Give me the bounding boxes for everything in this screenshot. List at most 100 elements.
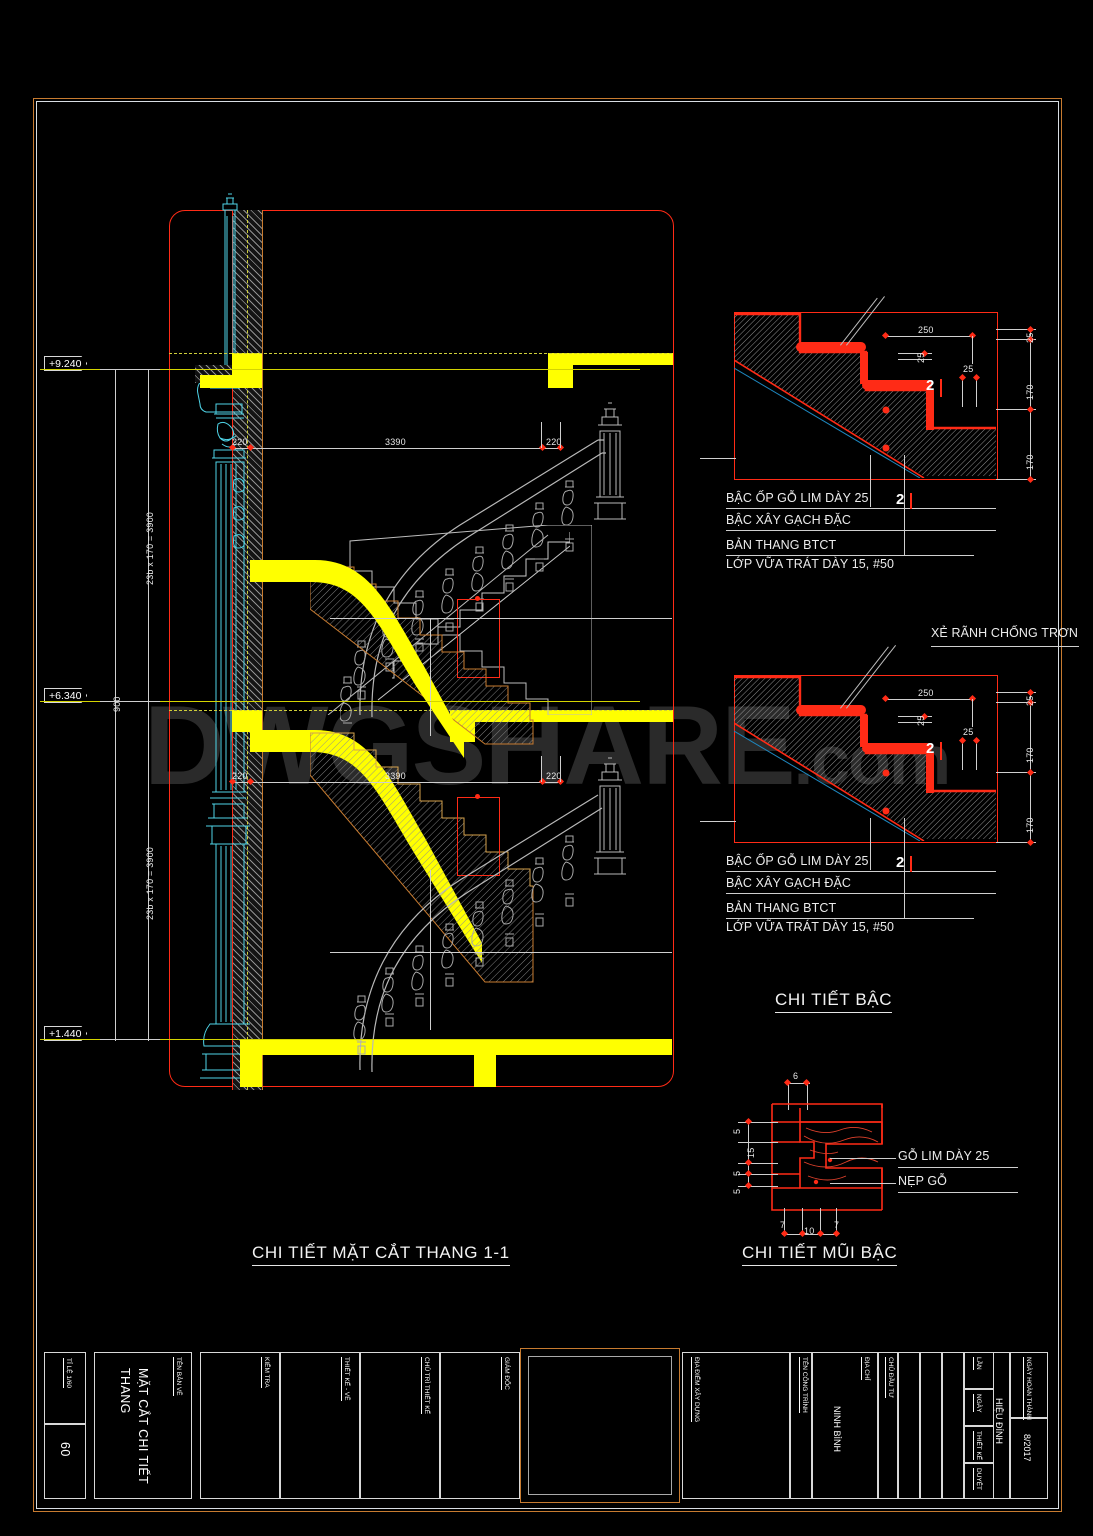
sd1-connector [700,458,736,459]
tb-col-2-label: CHỦ TRÌ THIẾT KẾ [421,1357,430,1415]
hdim-ext-u2 [560,422,561,448]
hdim-text-l-mid: 3390 [385,771,406,781]
sd2-dim-250: 250 [918,688,934,698]
sd1-note-1-underline [726,508,996,509]
tb-rev-header: HIỆU ĐÍNH [994,1398,1004,1445]
floor-slab-top-left [232,353,262,375]
sd2-dim-25m-e1 [962,740,963,770]
sd2-rdim-e4 [996,842,1036,843]
sd2-section-mark-bottom-bar [910,856,912,872]
sd1-rdim-line [1030,329,1031,479]
wall-edge-left [232,210,233,1090]
sd1-rdim-t3 [1026,405,1035,414]
sd1-rdim-e2 [996,339,1036,340]
tb-date-value: 8/2017 [1022,1434,1032,1462]
hdim-text-u-mid: 3390 [385,437,406,447]
sd1-note-3: BẢN THANG BTCT [726,538,837,552]
sd1-dim-25a-line [898,353,932,354]
nd-ldim-15: 15 [746,1147,756,1158]
sd1-section-mark-top: 2 [926,377,935,394]
sd1-dim-250-ext [972,336,973,364]
sd2-rdim-170a: 170 [1025,747,1035,763]
hdim-text-l-left: 220 [232,771,248,781]
sd2-dim-25b-line [898,722,932,723]
sd1-note-leader-a [870,455,871,507]
sd1-note-1: BẬC ỐP GỖ LIM DÀY 25 [726,491,869,505]
tb-rev-r0 [964,1352,994,1389]
floor-level-line-top [169,353,672,355]
floor-slab-mid-left [232,710,262,732]
hdim-line-upper [232,448,562,449]
nd-dim6: 6 [793,1071,799,1081]
tb-address-label: ĐỊA CHỈ [861,1357,870,1381]
tb-rev-label-3: DUYỆT [973,1468,982,1491]
sd2-note-3: BẢN THANG BTCT [726,901,837,915]
sd2-note-1: BẬC ỐP GỖ LIM DÀY 25 [726,854,869,868]
tb-scale-cell [44,1352,86,1424]
wall-edge-right [262,210,263,1090]
tb-owner-label: ĐỊA ĐIỂM XÂY DỰNG [691,1357,700,1423]
nd-label-1-underline [898,1167,1018,1168]
step-detail-title: CHI TIẾT BẬC [775,990,893,1013]
nd-dim6-t2 [802,1078,811,1087]
detail-callout-dot-lower [475,794,480,799]
sd2-rdim-t3 [1026,768,1035,777]
sd1-dim-25b-line [898,359,932,360]
tb-col-1 [280,1352,360,1499]
projection-vline-lower [430,870,431,1030]
level-line-3 [40,1039,640,1040]
vertical-dim-lower: 23b x 170 = 3900 [145,846,155,920]
tb-rev-label-2: THIẾT KẾ [973,1431,982,1461]
tb-col-0-label: KIỂM TRA [261,1357,270,1388]
tb-rev-r2 [964,1426,994,1463]
sd1-rdim-170b: 170 [1025,454,1035,470]
dim-extline-tick-bot [100,1039,160,1040]
nd-label-1: GỖ LIM DÀY 25 [898,1149,990,1163]
step-detail-1-body [734,312,996,478]
sd2-section-mark-top: 2 [926,740,935,757]
sd2-dim-25a-line [898,716,932,717]
tb-address-cell [812,1352,878,1499]
nd-bdim-e3 [820,1208,821,1234]
lower-flight-steps [309,715,555,1055]
sheet-outer-border [33,98,1062,1512]
step-detail-block-1: 250 25 25 2 25 170 170 BẬC ỐP GỖ LIM [700,295,1093,585]
tb-sheet-cell [44,1424,86,1499]
sd2-section-mark-top-bar [940,742,942,760]
tb-rev-label-0: LẦN [973,1357,982,1370]
nd-ldim-l3 [738,1163,778,1164]
floor-slab-top-right [548,353,673,365]
detail-callout-dot-mid [475,596,480,601]
sd2-rdim-170b: 170 [1025,817,1035,833]
sd2-note-leader-a [870,818,871,870]
hdim-text-u-left: 220 [232,437,248,447]
sd1-section-mark-bottom-bar [910,493,912,509]
decorative-column [190,192,256,1092]
sd2-dim-250-line [885,699,973,700]
stair-section-drawing [40,170,674,1120]
floor-level-line-mid [169,710,672,712]
sd2-note-3-underline [726,918,974,919]
level-marker-1-value: +9.240 [44,356,87,371]
sd2-rdim-t4 [1026,838,1035,847]
sd2-dim-25-inner: 25 [916,715,926,726]
sd2-note-2: BẬC XÂY GẠCH ĐẶC [726,876,852,890]
tb-address-value: NINH BÌNH [832,1406,842,1453]
tb-col-1-label: THIẾT KẾ - VẼ [341,1357,350,1401]
tb-drawing-name-cell [94,1352,192,1499]
nd-ldim-t3 [744,1169,753,1178]
level-marker-3: +1.440 [44,1026,87,1041]
nd-bdim-7a: 7 [780,1220,786,1230]
nd-ldim-chain-a [748,1122,749,1186]
hdim-text-u-right: 220 [546,437,562,447]
nd-dim6-line [786,1083,810,1084]
tb-project-label: TÊN CÔNG TRÌNH [799,1357,808,1413]
nd-bdim-t3 [816,1229,825,1238]
nd-dim6-t1 [783,1078,792,1087]
wall-centerline [247,210,248,1090]
sd2-rdim-25: 25 [1025,695,1035,706]
sd2-rdim-line [1030,692,1031,842]
nd-bdim-line [782,1234,838,1235]
sd1-note-2-underline [726,530,996,531]
